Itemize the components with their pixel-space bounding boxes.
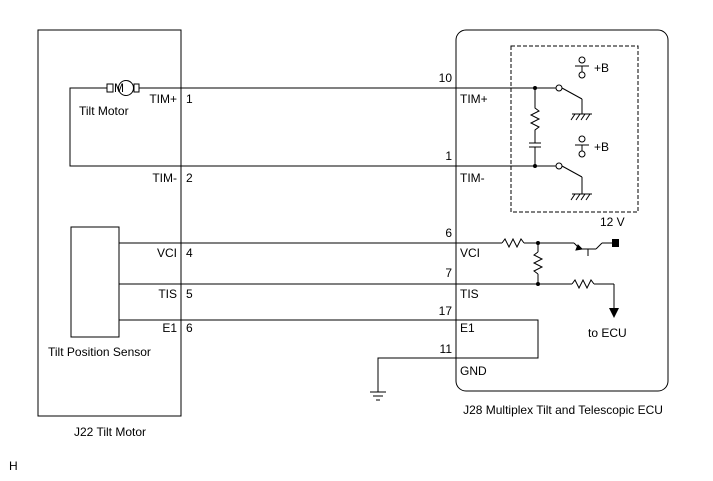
to-ecu-label: to ECU bbox=[588, 326, 627, 340]
sensor-block bbox=[70, 226, 120, 338]
ecu-pin-name: GND bbox=[460, 364, 487, 378]
motor-pin-name: TIS bbox=[158, 287, 177, 301]
ecu-e1-gnd-wire bbox=[456, 319, 539, 359]
ecu-box-caption: J28 Multiplex Tilt and Telescopic ECU bbox=[463, 403, 663, 417]
ecu-pin-name: TIM- bbox=[460, 171, 485, 185]
ecu-pin-number: 11 bbox=[440, 342, 453, 356]
ground-icon bbox=[370, 391, 386, 401]
motor-pin-number: 1 bbox=[186, 92, 193, 106]
supply-label: +B bbox=[594, 61, 609, 75]
upper-relay-switch bbox=[561, 87, 583, 100]
motor-pin-name: TIM+ bbox=[149, 92, 177, 106]
relay-resistor bbox=[529, 104, 541, 140]
motor-pin-name: E1 bbox=[162, 321, 177, 335]
tis-resistor bbox=[571, 278, 595, 290]
motor-icon bbox=[106, 80, 140, 96]
ecu-tim-minus-wire bbox=[456, 150, 536, 167]
ecu-pin-number: 7 bbox=[445, 266, 452, 280]
supply-terminal bbox=[612, 239, 619, 247]
ecu-pin-name: VCI bbox=[460, 246, 480, 260]
transistor-icon bbox=[573, 242, 614, 256]
ecu-pin-name: E1 bbox=[460, 321, 475, 335]
relay-box bbox=[510, 45, 639, 213]
vci-resistor bbox=[501, 237, 525, 249]
ecu-pin-number: 10 bbox=[439, 71, 453, 85]
motor-pin-name: VCI bbox=[157, 246, 177, 260]
supply-voltage-label: 12 V bbox=[600, 215, 625, 229]
motor-pin-name: TIM- bbox=[152, 171, 177, 185]
tilt-position-sensor-label: Tilt Position Sensor bbox=[48, 345, 151, 359]
ecu-box bbox=[455, 29, 669, 392]
motor-loop-wire bbox=[69, 87, 181, 167]
tilt-motor-label: Tilt Motor bbox=[79, 104, 129, 118]
lower-relay-switch bbox=[561, 165, 583, 178]
ecu-pin-number: 6 bbox=[445, 226, 452, 240]
motor-box-caption: J22 Tilt Motor bbox=[74, 425, 146, 439]
motor-pin-number: 5 bbox=[186, 287, 193, 301]
ground-icon bbox=[570, 113, 592, 121]
motor-box bbox=[37, 29, 182, 417]
ground-icon bbox=[570, 193, 592, 201]
footer-code: H bbox=[9, 459, 18, 473]
ecu-pin-number: 17 bbox=[439, 304, 453, 318]
ecu-pin-name: TIS bbox=[460, 287, 479, 301]
ecu-pin-name: TIM+ bbox=[460, 92, 488, 106]
motor-symbol: M bbox=[114, 81, 124, 95]
supply-label: +B bbox=[594, 140, 609, 154]
ecu-pin-number: 1 bbox=[445, 149, 452, 163]
motor-pin-number: 6 bbox=[186, 321, 193, 335]
motor-pin-number: 2 bbox=[186, 171, 193, 185]
arrow-down-icon bbox=[609, 308, 619, 318]
pullup-resistor bbox=[532, 251, 544, 275]
motor-pin-number: 4 bbox=[186, 246, 193, 260]
external-ground-wire bbox=[377, 357, 456, 392]
